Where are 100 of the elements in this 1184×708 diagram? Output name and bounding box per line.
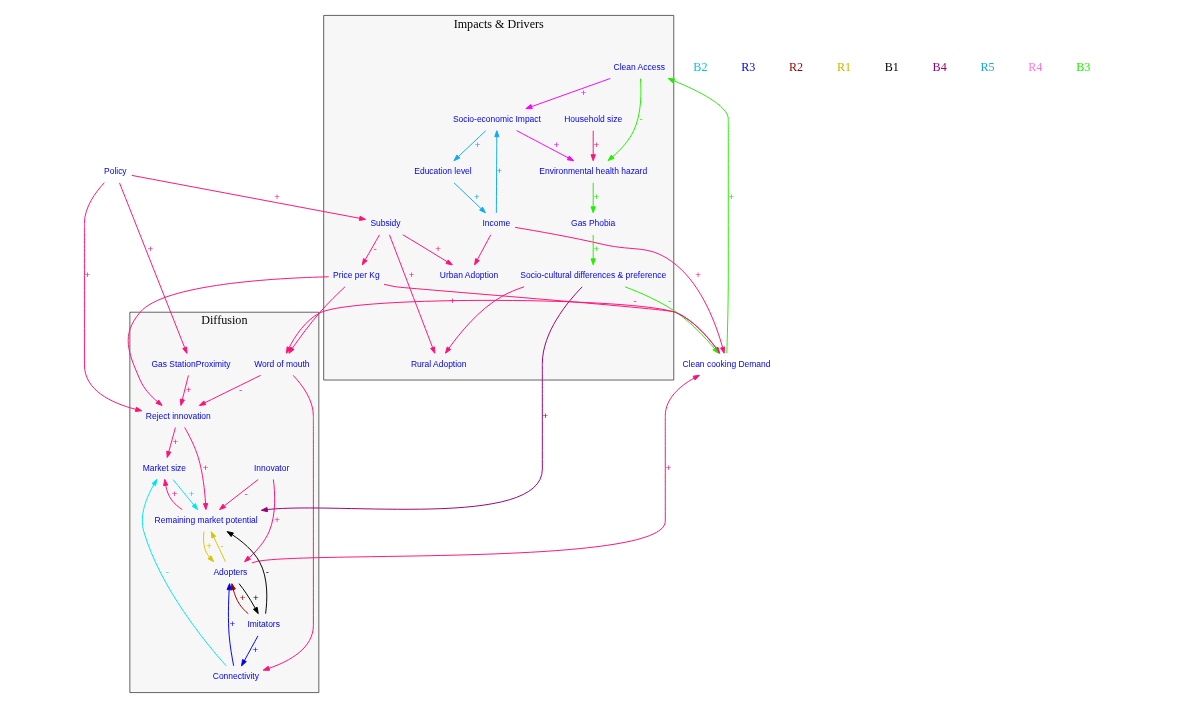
- arrow: [219, 479, 259, 511]
- node-text: Connectivity: [212, 671, 259, 682]
- label: R2: [789, 59, 804, 74]
- node-text: Clean cooking Demand: [682, 358, 771, 369]
- edge-label: +: [84, 269, 91, 281]
- arrow: [127, 276, 330, 406]
- node-text: Gas Phobia: [571, 218, 616, 229]
- arrow: [241, 635, 259, 667]
- arrow: [198, 374, 262, 406]
- edge-label: +: [206, 539, 213, 551]
- arrow: [262, 374, 314, 671]
- label: R5: [980, 59, 995, 74]
- label: R4: [1028, 59, 1043, 74]
- node-text: Policy: [104, 165, 127, 176]
- edge-label: -: [265, 565, 269, 577]
- arrow: [238, 583, 259, 615]
- arrow: [179, 374, 189, 406]
- label: B3: [1076, 59, 1091, 74]
- arrow: [119, 182, 188, 354]
- arrow: [445, 286, 525, 354]
- arrow: [184, 426, 209, 511]
- edge-label: +: [435, 243, 441, 255]
- arrow: [453, 130, 487, 162]
- arrow: [453, 182, 486, 214]
- edge-label: +: [542, 409, 549, 421]
- arrow: [141, 478, 227, 667]
- arrow: [226, 583, 235, 667]
- arrow: [226, 531, 268, 615]
- arrow: [494, 130, 500, 214]
- arrow: [607, 78, 642, 162]
- edge-label: +: [202, 461, 209, 473]
- edge-label: +: [185, 383, 192, 395]
- node-text: Remaining market potential: [154, 514, 258, 525]
- arrow: [203, 531, 215, 563]
- arrow: [474, 234, 492, 266]
- edge-label: +: [474, 191, 480, 203]
- node-text: Socio-cultural differences & preference: [520, 270, 667, 281]
- arrow: [163, 478, 183, 511]
- edge-label: +: [553, 138, 560, 150]
- node-text: Innovator: [253, 462, 290, 473]
- node-text: Household size: [564, 113, 623, 124]
- arrow: [388, 234, 436, 354]
- edge-label: +: [408, 269, 415, 281]
- arrow: [83, 182, 143, 412]
- arrow: [590, 130, 596, 162]
- edge-label: +: [593, 191, 600, 203]
- edge-label: +: [171, 487, 178, 499]
- edge-label: +: [496, 164, 503, 176]
- edge-label: +: [665, 461, 672, 473]
- edge-label: -: [639, 112, 643, 124]
- edge-label: +: [252, 644, 259, 656]
- edge-label: -: [239, 383, 243, 395]
- edge-label: +: [580, 86, 587, 98]
- node-text: Urban Adoption: [439, 270, 499, 281]
- node-text: Gas StationProximity: [151, 358, 231, 369]
- arrow: [244, 479, 276, 563]
- node-text: Market size: [142, 462, 187, 473]
- node-text: Income: [482, 218, 511, 229]
- arrow: [251, 374, 700, 564]
- node-text: Subsidy: [370, 218, 401, 229]
- node-text: Environmental health hazard: [539, 165, 648, 176]
- label: R1: [836, 59, 852, 74]
- arrow: [131, 174, 367, 221]
- arrow: [525, 78, 611, 110]
- arrow: [361, 234, 380, 266]
- edge-label: -: [633, 295, 637, 307]
- edge-label: +: [474, 138, 481, 150]
- edge-label: -: [165, 565, 170, 577]
- edge-label: -: [244, 487, 248, 499]
- arrow: [402, 234, 453, 266]
- arrow: [172, 479, 199, 511]
- node-text: Reject innovation: [145, 410, 211, 421]
- edge-label: +: [172, 435, 179, 447]
- arrow: [590, 182, 596, 214]
- edge-label: +: [239, 592, 246, 603]
- edge-label: +: [593, 138, 600, 150]
- node-text: Adopters: [213, 566, 248, 577]
- arrow: [288, 286, 346, 354]
- edge-label: +: [253, 592, 259, 603]
- arrow: [516, 130, 575, 162]
- edge-label: +: [229, 618, 236, 630]
- node-text: Price per Kg: [333, 270, 380, 281]
- arrow: [260, 286, 583, 513]
- edge-label: -: [220, 539, 224, 551]
- label: R3: [741, 59, 756, 74]
- node-text: Imitators: [247, 618, 280, 629]
- edge-label: +: [449, 295, 456, 307]
- edge-label: -: [373, 243, 377, 255]
- node-text: Word of mouth: [254, 358, 310, 369]
- label: B4: [932, 59, 947, 74]
- node-text: Clean Access: [613, 61, 665, 72]
- edge-label: -: [667, 295, 672, 307]
- edge-label: +: [188, 487, 195, 499]
- edge-label: +: [695, 269, 701, 281]
- edge-label: +: [274, 513, 280, 525]
- arrow: [210, 531, 226, 563]
- node-text: Socio-economic Impact: [452, 113, 541, 124]
- label: B2: [693, 59, 708, 74]
- arrow: [230, 583, 249, 615]
- arrow: [590, 234, 596, 266]
